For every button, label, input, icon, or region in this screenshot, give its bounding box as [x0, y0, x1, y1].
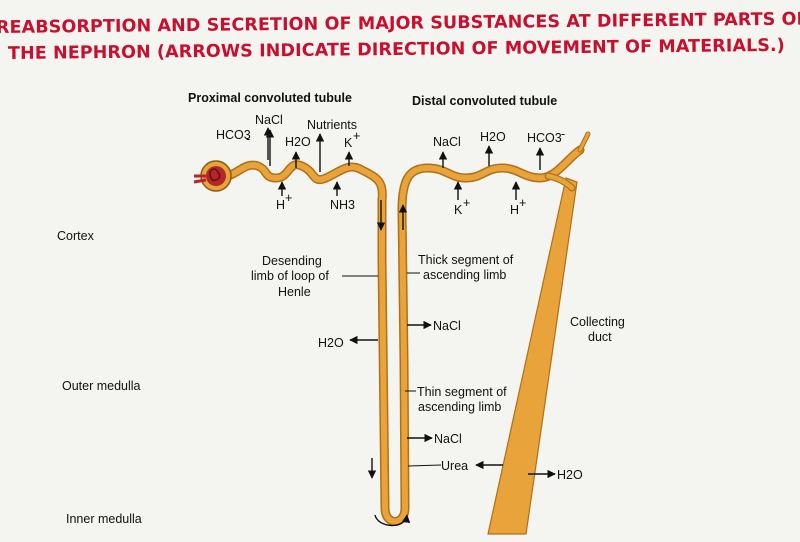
distal-k-label: K: [454, 203, 463, 217]
collecting-duct-label-2: duct: [588, 330, 612, 344]
thin-segment-label-1: Thin segment of: [417, 385, 507, 399]
glomerulus: [193, 160, 232, 192]
loop-of-henle-labels: Desending limb of loop of Henle H2O Thic…: [251, 253, 514, 527]
proximal-nh3-label: NH3: [330, 198, 355, 212]
svg-text:-: -: [561, 127, 565, 141]
region-cortex: Cortex: [57, 229, 95, 243]
descending-limb-label-1: Desending: [262, 254, 322, 268]
urea-label: Urea: [441, 459, 468, 473]
heading-distal-tubule: Distal convoluted tubule: [412, 94, 557, 108]
distal-exchanges: NaCl H2O HCO3 - K + H +: [433, 127, 565, 217]
descending-limb-label-3: Henle: [278, 285, 311, 299]
svg-text:+: +: [285, 191, 292, 205]
thin-segment-label-2: ascending limb: [418, 400, 501, 414]
svg-text:+: +: [463, 196, 470, 210]
collecting-duct-label-1: Collecting: [570, 315, 625, 329]
descending-h2o-label: H2O: [318, 336, 344, 350]
proximal-h-label: H: [276, 198, 285, 212]
proximal-hco3-label: HCO3: [216, 128, 251, 142]
proximal-nacl-label: NaCl: [255, 113, 283, 127]
distal-h-label: H: [510, 203, 519, 217]
heading-proximal-tubule: Proximal convoluted tubule: [188, 91, 352, 105]
collecting-h2o-label: H2O: [557, 468, 583, 482]
thick-segment-label-2: ascending limb: [423, 268, 506, 282]
nephron-tubule: [223, 131, 591, 535]
proximal-hco3-charge: -: [246, 132, 250, 146]
descending-limb-label-2: limb of loop of: [251, 269, 329, 283]
region-outer-medulla: Outer medulla: [62, 379, 141, 393]
region-inner-medulla: Inner medulla: [66, 512, 142, 526]
distal-h2o-label: H2O: [480, 130, 506, 144]
loop-turn-arrow: [374, 514, 411, 527]
svg-text:+: +: [353, 129, 360, 143]
thin-segment-nacl-label: NaCl: [434, 432, 462, 446]
thick-segment-label-1: Thick segment of: [418, 253, 514, 267]
distal-hco3-label: HCO3: [527, 131, 562, 145]
collecting-duct-labels: Collecting duct H2O: [528, 315, 625, 482]
proximal-nutrients-label: Nutrients: [307, 118, 357, 132]
proximal-exchanges: HCO3 - NaCl H2O Nutrients K + H + NH3: [216, 113, 360, 212]
proximal-h2o-label: H2O: [285, 135, 311, 149]
thick-segment-nacl-label: NaCl: [433, 319, 461, 333]
distal-nacl-label: NaCl: [433, 135, 461, 149]
svg-text:+: +: [519, 196, 526, 210]
proximal-k-label: K: [344, 136, 353, 150]
